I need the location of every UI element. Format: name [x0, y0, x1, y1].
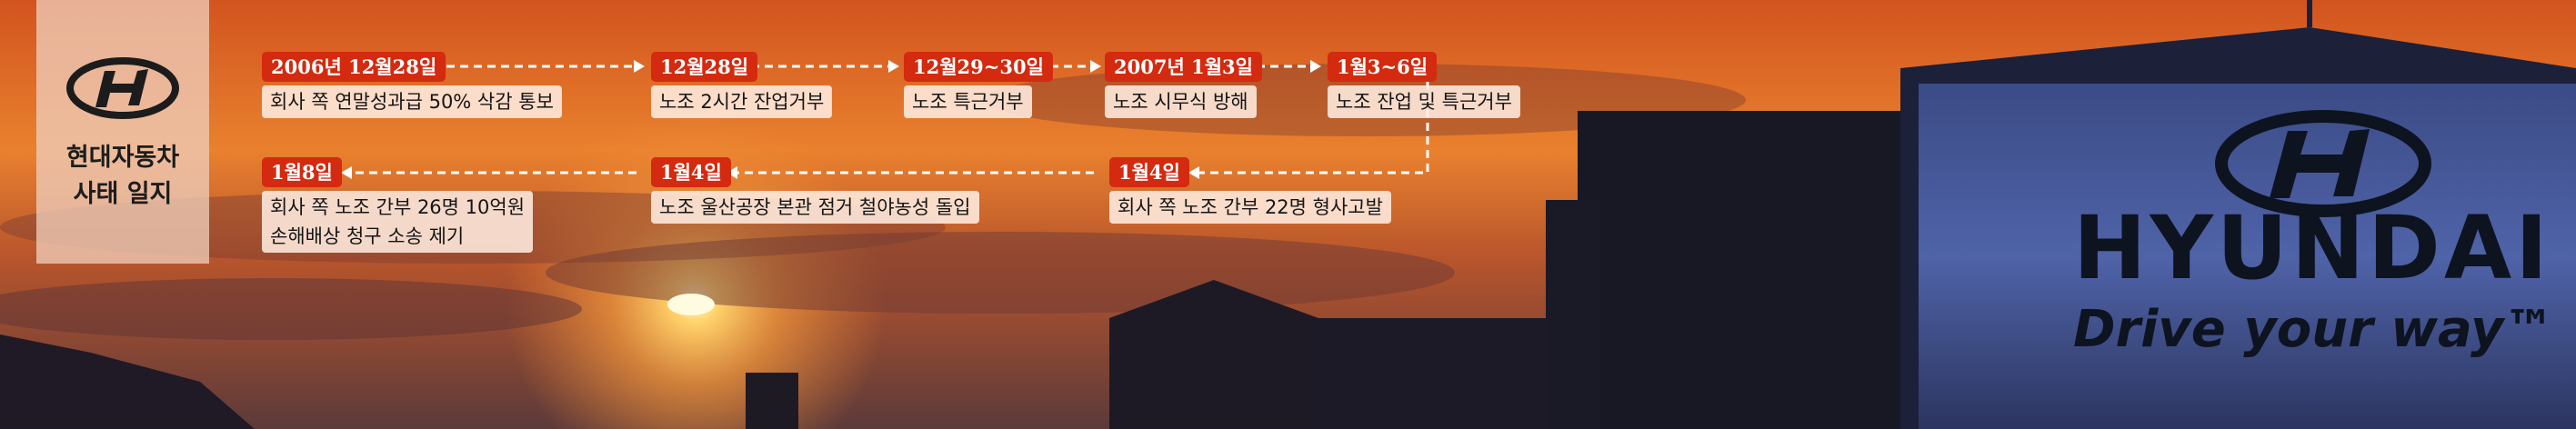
- event-date: 2006년 12월28일: [262, 52, 446, 82]
- timeline-event-6: 1월4일 회사 쪽 노조 간부 22명 형사고발: [1109, 157, 1391, 224]
- event-description: 노조 시무식 방해: [1105, 85, 1257, 118]
- event-date: 1월8일: [262, 157, 342, 187]
- timeline-event-2: 12월28일 노조 2시간 잔업거부: [651, 52, 833, 118]
- event-date: 1월4일: [1109, 157, 1189, 187]
- event-description: 회사 쪽 노조 간부 26명 10억원 손해배상 청구 소송 제기: [262, 191, 534, 253]
- event-date: 1월3~6일: [1328, 52, 1438, 82]
- timeline-event-1: 2006년 12월28일 회사 쪽 연말성과급 50% 삭감 통보: [262, 52, 562, 118]
- hyundai-sign: HYUNDAI Drive your way™: [2073, 197, 2555, 362]
- hyundai-logo-icon: [2215, 110, 2431, 217]
- event-description: 노조 잔업 및 특근거부: [1328, 85, 1520, 118]
- event-date: 1월4일: [651, 157, 731, 187]
- event-description: 회사 쪽 노조 간부 22명 형사고발: [1109, 191, 1391, 224]
- timeline-event-7: 1월4일 노조 울산공장 본관 점거 철야농성 돌입: [651, 157, 979, 224]
- sign-slogan: Drive your way™: [2073, 300, 2555, 359]
- event-date: 12월29~30일: [904, 52, 1053, 82]
- event-description: 노조 울산공장 본관 점거 철야농성 돌입: [651, 191, 979, 224]
- event-description: 노조 2시간 잔업거부: [651, 85, 833, 118]
- timeline-title-box: 현대자동차 사태 일지: [36, 0, 209, 264]
- timeline-event-8: 1월8일 회사 쪽 노조 간부 26명 10억원 손해배상 청구 소송 제기: [262, 157, 534, 253]
- hyundai-logo-icon: [66, 57, 179, 119]
- event-date: 2007년 1월3일: [1105, 52, 1262, 82]
- event-date: 12월28일: [651, 52, 758, 82]
- event-description: 회사 쪽 연말성과급 50% 삭감 통보: [262, 85, 562, 118]
- timeline-event-5: 1월3~6일 노조 잔업 및 특근거부: [1328, 52, 1520, 118]
- timeline-event-3: 12월29~30일 노조 특근거부: [904, 52, 1053, 118]
- timeline-title: 현대자동차 사태 일지: [65, 144, 180, 208]
- event-description: 노조 특근거부: [904, 85, 1032, 118]
- sign-brand: HYUNDAI: [2073, 197, 2551, 299]
- timeline-event-4: 2007년 1월3일 노조 시무식 방해: [1105, 52, 1262, 118]
